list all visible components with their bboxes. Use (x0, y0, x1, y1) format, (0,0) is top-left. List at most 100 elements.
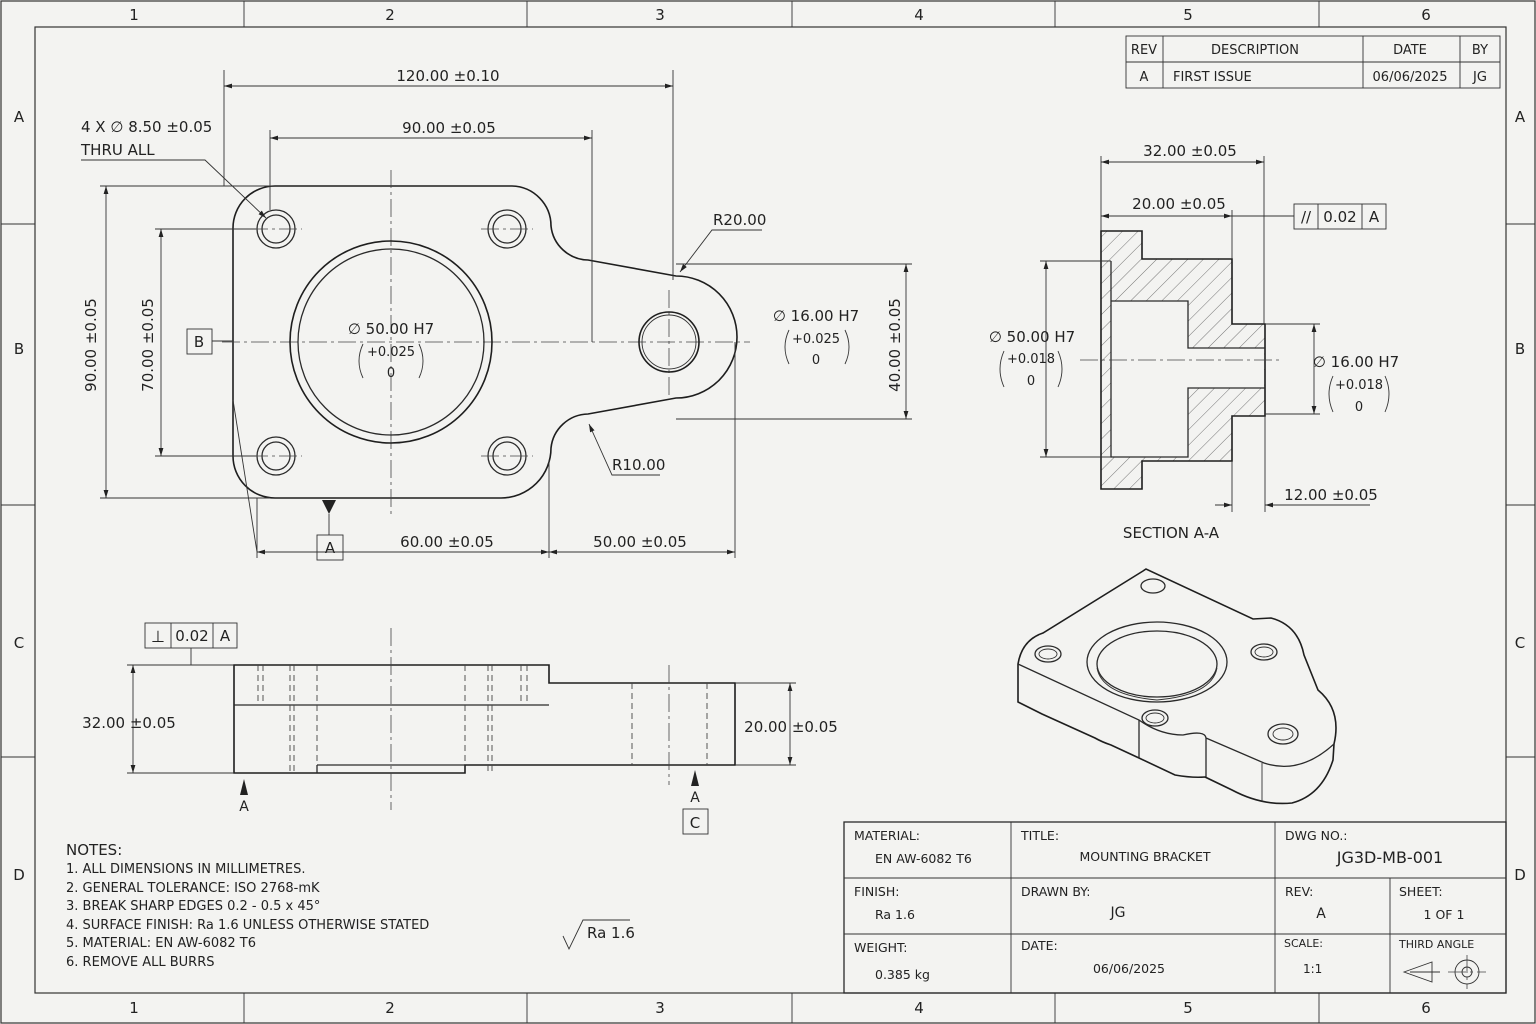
section-bore-tol-upper: +0.018 (1007, 352, 1055, 367)
pin-tolerance-lower: 0 (812, 353, 820, 368)
gdt-parallel-value: 0.02 (1323, 208, 1356, 226)
zone-row-c-right: C (1515, 634, 1525, 652)
section-pin-tol-upper: +0.018 (1335, 378, 1383, 393)
bore-tolerance-lower: 0 (387, 366, 395, 381)
dim-hole-spacing-x: 90.00 ±0.05 (402, 119, 496, 137)
section-bore-diameter: ∅ 50.00 H7 (989, 328, 1075, 346)
section-dim-32: 32.00 ±0.05 (1143, 142, 1237, 160)
gdt-parallel-datum: A (1369, 208, 1380, 226)
tb-sheet-label: SHEET: (1399, 884, 1443, 899)
zone-col-5-bottom: 5 (1183, 999, 1193, 1017)
dim-hole-spacing-y: 70.00 ±0.05 (139, 298, 157, 392)
zone-col-3-top: 3 (655, 6, 665, 24)
zone-row-c-left: C (14, 634, 24, 652)
tb-finish-value: Ra 1.6 (875, 907, 915, 922)
dim-radius-large: R20.00 (713, 211, 766, 229)
section-label: SECTION A-A (1123, 524, 1220, 542)
tb-projection-label: THIRD ANGLE (1398, 938, 1474, 951)
tb-scale-value: 1:1 (1303, 962, 1322, 976)
front-outline (233, 664, 736, 774)
gdt-parallel-symbol: // (1301, 208, 1312, 226)
note-4: 4. SURFACE FINISH: Ra 1.6 UNLESS OTHERWI… (66, 918, 429, 933)
mounting-holes (250, 209, 533, 476)
hole-callout-line1: 4 X ∅ 8.50 ±0.05 (81, 118, 212, 136)
zone-col-6-bottom: 6 (1421, 999, 1431, 1017)
notes-heading: NOTES: (66, 841, 122, 859)
zone-col-3-bottom: 3 (655, 999, 665, 1017)
gdt-perp-value: 0.02 (175, 627, 208, 645)
section-a-a-view: 32.00 ±0.05 20.00 ±0.05 // 0.02 A ∅ 50.0… (989, 142, 1399, 542)
tb-material-label: MATERIAL: (854, 828, 920, 843)
tb-rev-value: A (1316, 906, 1326, 922)
rev-header-date: DATE (1393, 43, 1427, 58)
plan-outline (232, 185, 738, 499)
title-block: MATERIAL: EN AW-6082 T6 TITLE: MOUNTING … (843, 821, 1507, 994)
zone-col-5-top: 5 (1183, 6, 1193, 24)
section-dim-20: 20.00 ±0.05 (1132, 195, 1226, 213)
rev-header-by: BY (1472, 43, 1488, 58)
tb-material-value: EN AW-6082 T6 (875, 851, 972, 866)
tb-sheet-value: 1 OF 1 (1424, 907, 1465, 922)
section-pin-diameter: ∅ 16.00 H7 (1313, 353, 1399, 371)
zone-row-b-left: B (14, 340, 24, 358)
notes-block: NOTES: 1. ALL DIMENSIONS IN MILLIMETRES.… (66, 841, 635, 970)
datum-b-label: B (194, 333, 204, 351)
bore-diameter-label: ∅ 50.00 H7 (348, 320, 434, 338)
zone-row-a-right: A (1515, 108, 1526, 126)
isometric-view (1017, 568, 1337, 805)
section-pin-tol-lower: 0 (1355, 400, 1363, 415)
front-dim-20: 20.00 ±0.05 (744, 718, 838, 736)
tb-date-value: 06/06/2025 (1093, 961, 1165, 976)
gdt-perp-datum: A (220, 627, 231, 645)
section-hatched-body (1101, 231, 1265, 489)
zone-col-2-bottom: 2 (385, 999, 395, 1017)
note-3: 3. BREAK SHARP EDGES 0.2 - 0.5 x 45° (66, 899, 320, 914)
dim-50: 50.00 ±0.05 (593, 533, 687, 551)
dim-overall-length: 120.00 ±0.10 (396, 67, 499, 85)
tb-drawn-value: JG (1110, 905, 1126, 921)
dim-tab-width: 40.00 ±0.05 (886, 298, 904, 392)
tb-dwg-label: DWG NO.: (1285, 828, 1348, 843)
tb-drawn-label: DRAWN BY: (1021, 884, 1090, 899)
tb-weight-label: WEIGHT: (854, 940, 908, 955)
zone-row-b-right: B (1515, 340, 1525, 358)
surface-finish-icon (562, 919, 630, 951)
tb-finish-label: FINISH: (854, 884, 899, 899)
section-mark-right: A (690, 790, 700, 806)
zone-row-d-right: D (1514, 866, 1526, 884)
rev-header-description: DESCRIPTION (1211, 43, 1299, 58)
bore-tolerance-upper: +0.025 (367, 345, 415, 360)
front-view: ⊥ 0.02 A 32.00 ±0.05 20.00 ±0.05 A A C (82, 622, 838, 835)
gdt-perp-symbol: ⊥ (151, 627, 165, 646)
section-bore-tol-lower: 0 (1027, 374, 1035, 389)
rev-cell-description: FIRST ISSUE (1173, 70, 1252, 85)
zone-col-1-bottom: 1 (129, 999, 139, 1017)
datum-c-label: C (690, 814, 700, 832)
zone-col-2-top: 2 (385, 6, 395, 24)
note-5: 5. MATERIAL: EN AW-6082 T6 (66, 936, 256, 951)
note-2: 2. GENERAL TOLERANCE: ISO 2768-mK (66, 881, 320, 896)
dim-radius-small: R10.00 (612, 456, 665, 474)
tb-date-label: DATE: (1021, 938, 1058, 953)
dim-overall-width: 90.00 ±0.05 (82, 298, 100, 392)
front-dim-32: 32.00 ±0.05 (82, 714, 176, 732)
tb-title-label: TITLE: (1020, 828, 1059, 843)
tb-dwg-value: JG3D-MB-001 (1336, 848, 1443, 867)
rev-header-rev: REV (1131, 43, 1157, 58)
zone-col-6-top: 6 (1421, 6, 1431, 24)
revision-table: REV DESCRIPTION DATE BY A FIRST ISSUE 06… (1125, 35, 1501, 89)
datum-a-label-plan: A (325, 539, 336, 557)
dim-60: 60.00 ±0.05 (400, 533, 494, 551)
rev-cell-date: 06/06/2025 (1373, 70, 1448, 85)
third-angle-projection-icon (1402, 955, 1486, 989)
section-dim-12: 12.00 ±0.05 (1284, 486, 1378, 504)
plan-view: 120.00 ±0.10 90.00 ±0.05 4 X ∅ 8.50 ±0.0… (80, 67, 912, 561)
tb-scale-label: SCALE: (1284, 937, 1323, 950)
zone-col-4-top: 4 (914, 6, 924, 24)
section-mark-left: A (239, 799, 249, 815)
hole-callout-line2: THRU ALL (80, 141, 155, 159)
pin-diameter-label: ∅ 16.00 H7 (773, 307, 859, 325)
note-6: 6. REMOVE ALL BURRS (66, 955, 215, 970)
